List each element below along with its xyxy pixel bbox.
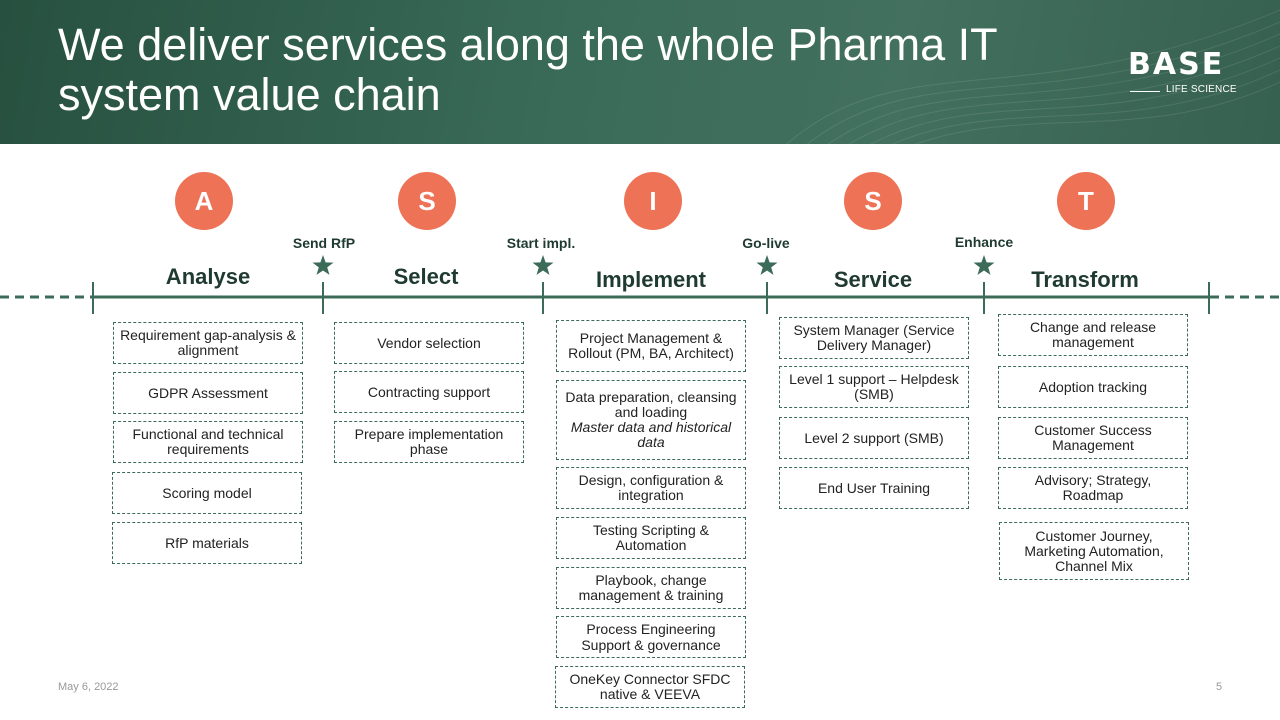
service-card: Level 2 support (SMB) bbox=[779, 417, 969, 459]
star-icon bbox=[312, 255, 334, 275]
service-card-label: Data preparation, cleansing and loading bbox=[565, 389, 737, 420]
service-card-label: Prepare implementation phase bbox=[354, 426, 504, 457]
star-icon bbox=[532, 255, 554, 275]
phase-title-service: Service bbox=[833, 267, 913, 292]
service-card-label: Adoption tracking bbox=[1038, 378, 1148, 395]
milestone-send-rfp: Send RfP bbox=[292, 235, 356, 251]
phase-title-select: Select bbox=[393, 264, 459, 289]
service-card-label: OneKey Connector SFDC native & VEEVA bbox=[569, 671, 731, 702]
service-card: GDPR Assessment bbox=[113, 372, 303, 414]
service-card: Customer Journey, Marketing Automation, … bbox=[999, 522, 1189, 580]
service-card-label: Level 2 support (SMB) bbox=[804, 429, 944, 446]
logo-wordmark: BASE bbox=[1128, 47, 1225, 82]
service-card: OneKey Connector SFDC native & VEEVA bbox=[555, 666, 745, 708]
milestone-start-impl: Start impl. bbox=[506, 235, 576, 251]
service-card-label: RfP materials bbox=[165, 534, 249, 551]
service-card: Data preparation, cleansing and loading … bbox=[556, 380, 746, 460]
phase-title-transform: Transform bbox=[1031, 267, 1139, 292]
service-card: System Manager (Service Delivery Manager… bbox=[779, 317, 969, 359]
service-card: Advisory; Strategy, Roadmap bbox=[998, 467, 1188, 509]
service-card: Functional and technical requirements bbox=[113, 421, 303, 463]
service-card-label: Level 1 support – Helpdesk (SMB) bbox=[789, 371, 959, 402]
service-card-label: Functional and technical requirements bbox=[132, 426, 284, 457]
logo-divider bbox=[1130, 91, 1160, 92]
phase-circle-analyse: A bbox=[175, 172, 233, 230]
star-icon bbox=[756, 255, 778, 275]
service-card-label: GDPR Assessment bbox=[148, 384, 268, 401]
service-card-label: Scoring model bbox=[162, 484, 252, 501]
slide-header: We deliver services along the whole Phar… bbox=[0, 0, 1280, 144]
footer-date: May 6, 2022 bbox=[58, 681, 119, 693]
service-card-label: Testing Scripting & Automation bbox=[593, 522, 709, 553]
page-number: 5 bbox=[1216, 681, 1223, 693]
service-card: Design, configuration & integration bbox=[556, 467, 746, 509]
service-card: Scoring model bbox=[112, 472, 302, 514]
service-card-label: End User Training bbox=[817, 479, 931, 496]
service-card: Testing Scripting & Automation bbox=[556, 517, 746, 559]
service-card: Customer Success Management bbox=[998, 417, 1188, 459]
service-card: Change and release management bbox=[998, 314, 1188, 356]
service-card: Prepare implementation phase bbox=[334, 421, 524, 463]
phase-title-analyse: Analyse bbox=[165, 264, 251, 289]
phase-circle-implement: I bbox=[624, 172, 682, 230]
slide-title: We deliver services along the whole Phar… bbox=[58, 19, 997, 120]
service-card-label: Requirement gap-analysis & alignment bbox=[120, 327, 296, 358]
service-card: Requirement gap-analysis & alignment bbox=[113, 322, 303, 364]
service-card-label: Contracting support bbox=[367, 383, 491, 400]
company-logo: BASE LIFE SCIENCE bbox=[1128, 47, 1237, 98]
service-card-label: Advisory; Strategy, Roadmap bbox=[1034, 472, 1152, 503]
service-card: Project Management & Rollout (PM, BA, Ar… bbox=[556, 320, 746, 372]
service-card: RfP materials bbox=[112, 522, 302, 564]
service-card: Level 1 support – Helpdesk (SMB) bbox=[779, 366, 969, 408]
service-card-label: Customer Success Management bbox=[1034, 422, 1152, 453]
milestone-go-live: Go-live bbox=[742, 235, 790, 251]
service-card-label: System Manager (Service Delivery Manager… bbox=[793, 322, 955, 353]
phase-circle-transform: T bbox=[1057, 172, 1115, 230]
phase-circle-select: S bbox=[398, 172, 456, 230]
service-card-label: Process Engineering bbox=[586, 620, 716, 637]
service-card-label: Support & governance bbox=[581, 636, 721, 653]
header-wave-pattern bbox=[786, 9, 1280, 144]
service-card: Process Engineering Support & governance bbox=[556, 616, 746, 658]
service-card-label: Playbook, change management & training bbox=[578, 572, 724, 603]
service-card: Adoption tracking bbox=[998, 366, 1188, 408]
milestone-enhance: Enhance bbox=[954, 234, 1014, 250]
service-card: Contracting support bbox=[334, 371, 524, 413]
value-chain-diagram: A S I S T Send RfP Start impl. Go-live E… bbox=[0, 144, 1280, 720]
phase-circle-service: S bbox=[844, 172, 902, 230]
service-card-label: Project Management & Rollout (PM, BA, Ar… bbox=[568, 330, 734, 361]
service-card-label: Customer Journey, Marketing Automation, … bbox=[1024, 527, 1164, 574]
service-card: Playbook, change management & training bbox=[556, 567, 746, 609]
service-card: Vendor selection bbox=[334, 322, 524, 364]
timeline bbox=[0, 255, 1280, 314]
logo-subtitle: LIFE SCIENCE bbox=[1166, 84, 1237, 95]
service-card-label: Vendor selection bbox=[377, 334, 481, 351]
star-icon bbox=[973, 255, 995, 275]
phase-title-implement: Implement bbox=[595, 267, 707, 292]
service-card-sublabel: Master data and historical data bbox=[570, 419, 732, 450]
service-card-label: Change and release management bbox=[1029, 319, 1157, 350]
service-card: End User Training bbox=[779, 467, 969, 509]
service-card-label: Design, configuration & integration bbox=[578, 472, 724, 503]
